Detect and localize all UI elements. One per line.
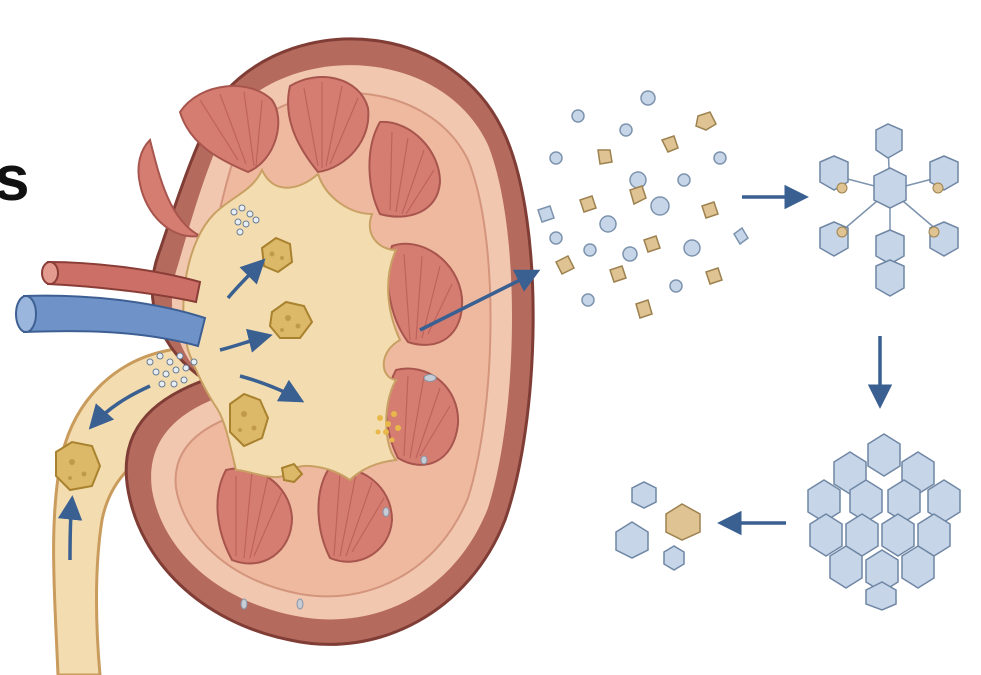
crystal-fragment [632, 482, 656, 508]
kidney-cross-section [16, 39, 533, 675]
renal-vein-opening [16, 296, 36, 332]
flow-arrow [70, 500, 72, 560]
crystal-aggregation [820, 124, 958, 296]
crystal-fragment [616, 522, 648, 558]
crystal-cluster [808, 434, 960, 610]
crystal-fragment [666, 504, 700, 540]
crystal-fragment [664, 546, 684, 570]
kidney-stone [56, 442, 100, 490]
dispersed-crystals [538, 91, 748, 318]
renal-artery-opening [42, 262, 58, 284]
crystal-fragments [616, 482, 700, 570]
